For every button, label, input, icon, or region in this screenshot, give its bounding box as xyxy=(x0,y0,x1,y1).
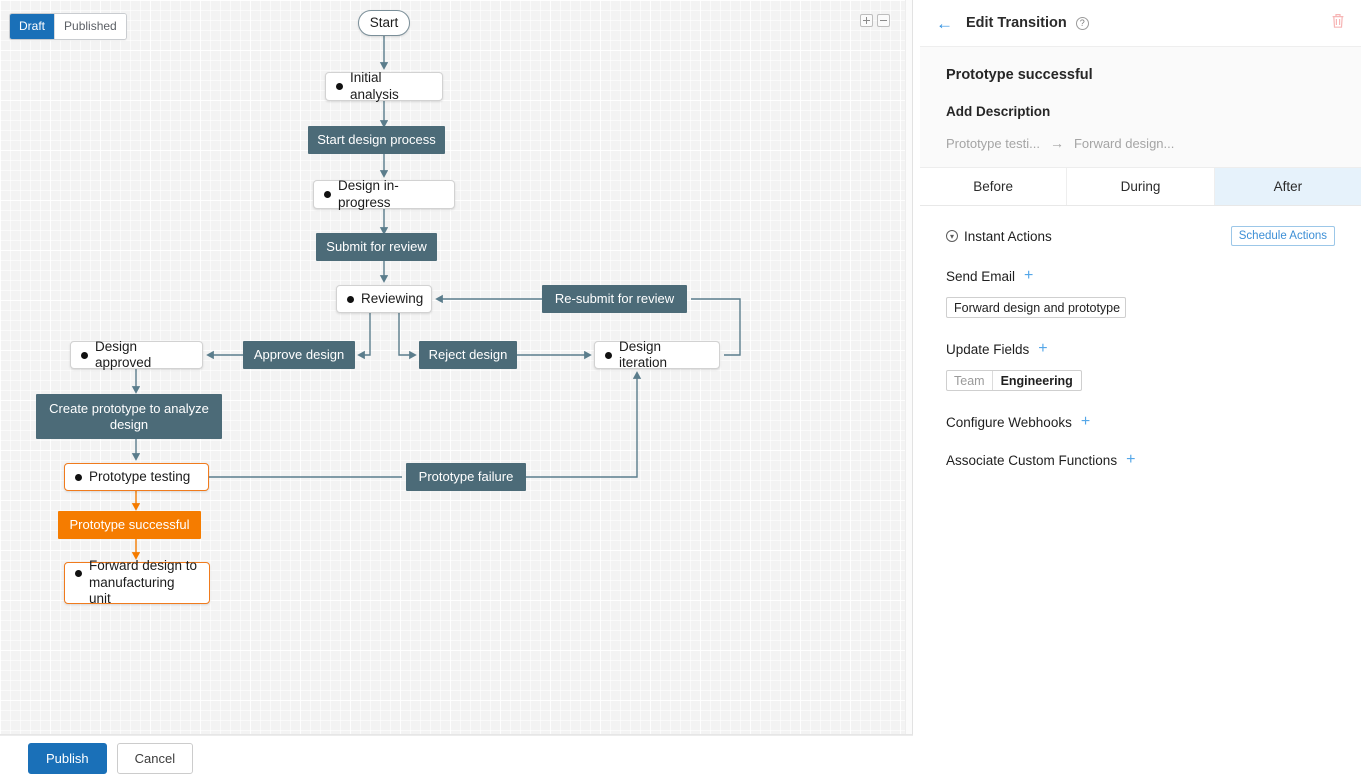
state-dot-icon xyxy=(75,570,82,577)
state-dot-icon xyxy=(347,295,354,303)
state-node-start[interactable]: Start xyxy=(358,10,410,36)
panel-header: ← Edit Transition ? xyxy=(920,0,1361,47)
send-email-row: Send Email + xyxy=(946,268,1335,284)
add-webhook-icon[interactable]: + xyxy=(1080,413,1091,430)
state-dot-icon xyxy=(81,351,88,359)
zoom-controls xyxy=(860,14,890,27)
update-fields-row: Update Fields + xyxy=(946,341,1335,357)
state-node-design-iteration[interactable]: Design iteration xyxy=(594,338,720,370)
zoom-in-icon[interactable] xyxy=(860,14,873,27)
instant-actions-row: ▾ Instant Actions Schedule Actions xyxy=(946,226,1335,246)
transition-reject-design[interactable]: Reject design xyxy=(419,341,517,369)
update-fields-label: Update Fields xyxy=(946,341,1030,357)
transition-label: Re-submit for review xyxy=(554,291,675,307)
transition-re-submit-for-review[interactable]: Re-submit for review xyxy=(542,285,687,313)
update-field-chip[interactable]: Team Engineering xyxy=(946,370,1082,391)
state-path: Prototype testi... → Forward design... xyxy=(946,135,1335,151)
state-node-reviewing[interactable]: Reviewing xyxy=(336,285,432,313)
send-email-value: Forward design and prototype xyxy=(954,300,1121,315)
help-circle-icon[interactable]: ? xyxy=(1075,16,1089,30)
state-label: Design approved xyxy=(95,338,152,370)
state-dot-icon xyxy=(75,473,82,481)
trash-icon[interactable] xyxy=(1331,13,1345,34)
state-label: Prototype testing xyxy=(89,468,191,484)
state-node-design-in-progress[interactable]: Design in-progress xyxy=(313,178,455,210)
cancel-button[interactable]: Cancel xyxy=(116,742,194,774)
state-label: Start xyxy=(369,14,399,30)
canvas-footer: Publish Cancel xyxy=(0,735,913,780)
back-arrow-icon[interactable]: ← xyxy=(936,13,953,33)
transition-submit-for-review[interactable]: Submit for review xyxy=(316,233,437,261)
associate-custom-functions-label: Associate Custom Functions xyxy=(946,452,1118,468)
status-toggle-published[interactable]: Published xyxy=(55,14,126,39)
tab-after[interactable]: After xyxy=(1214,168,1361,205)
panel-title: Edit Transition xyxy=(966,15,1067,31)
add-update-field-icon[interactable]: + xyxy=(1038,340,1048,357)
configure-webhooks-label: Configure Webhooks xyxy=(946,414,1072,430)
transition-start-design-process[interactable]: Start design process xyxy=(308,126,445,154)
arrow-right-icon: → xyxy=(1049,135,1064,151)
status-toggle-draft[interactable]: Draft xyxy=(10,14,56,39)
state-label: Design in-progress xyxy=(338,178,399,210)
state-label: Reviewing xyxy=(361,290,424,306)
transition-label: Prototype failure xyxy=(418,469,514,485)
transition-label: Reject design xyxy=(428,347,508,363)
state-node-initial-analysis[interactable]: Initial analysis xyxy=(325,70,443,102)
add-custom-function-icon[interactable]: + xyxy=(1126,451,1136,468)
transition-summary: Prototype successful Add Description Pro… xyxy=(920,47,1361,168)
configure-webhooks-row: Configure Webhooks + xyxy=(946,414,1335,430)
transition-label: Approve design xyxy=(253,347,345,363)
chevron-down-icon: ▾ xyxy=(946,230,958,242)
transition-label: Prototype successful xyxy=(69,517,190,533)
state-label: Forward design to manufacturing unit xyxy=(89,558,198,607)
transition-prototype-failure[interactable]: Prototype failure xyxy=(406,463,526,491)
canvas-pane: Draft Published Start Initial analysis D… xyxy=(0,0,913,780)
add-send-email-icon[interactable]: + xyxy=(1024,267,1034,284)
associate-custom-functions-row: Associate Custom Functions + xyxy=(946,452,1335,468)
state-node-forward-design[interactable]: Forward design to manufacturing unit xyxy=(64,558,210,606)
edge-layer xyxy=(131,36,741,560)
status-toggle[interactable]: Draft Published xyxy=(9,13,127,40)
transition-label: Start design process xyxy=(317,132,436,148)
transition-label: Submit for review xyxy=(326,239,427,255)
update-field-key: Team xyxy=(947,371,993,390)
panel-tabs: Before During After xyxy=(920,168,1361,206)
schedule-actions-button[interactable]: Schedule Actions xyxy=(1230,226,1335,246)
state-node-design-approved[interactable]: Design approved xyxy=(70,338,203,370)
tab-during[interactable]: During xyxy=(1067,168,1215,205)
state-label: Design iteration xyxy=(619,338,668,370)
state-node-prototype-testing[interactable]: Prototype testing xyxy=(64,463,209,491)
instant-actions-header[interactable]: ▾ Instant Actions xyxy=(946,229,1052,244)
transition-approve-design[interactable]: Approve design xyxy=(243,341,355,369)
state-dot-icon xyxy=(324,191,331,198)
from-state-label: Prototype testi... xyxy=(946,135,1040,151)
canvas-vertical-scrollbar[interactable] xyxy=(905,0,912,734)
panel-body: ▾ Instant Actions Schedule Actions Send … xyxy=(920,206,1361,468)
state-dot-icon xyxy=(605,351,612,359)
send-email-chip[interactable]: Forward design and prototype xyxy=(946,297,1126,318)
transition-label: Create prototype to analyze design xyxy=(49,400,209,432)
edit-transition-panel: ← Edit Transition ? Prototype successful… xyxy=(920,0,1361,780)
zoom-out-icon[interactable] xyxy=(877,14,890,27)
state-label: Initial analysis xyxy=(350,70,399,102)
to-state-label: Forward design... xyxy=(1073,135,1175,151)
send-email-label: Send Email xyxy=(946,268,1016,284)
transition-name: Prototype successful xyxy=(946,67,1093,83)
workflow-canvas[interactable]: Draft Published Start Initial analysis D… xyxy=(0,0,913,735)
tab-before[interactable]: Before xyxy=(920,168,1068,205)
publish-button[interactable]: Publish xyxy=(28,742,107,774)
instant-actions-label: Instant Actions xyxy=(964,228,1052,244)
transition-create-prototype[interactable]: Create prototype to analyze design xyxy=(36,394,222,439)
update-field-value: Engineering xyxy=(1000,373,1073,388)
add-description-link[interactable]: Add Description xyxy=(946,104,1051,119)
state-dot-icon xyxy=(336,83,343,90)
transition-prototype-successful[interactable]: Prototype successful xyxy=(58,511,201,539)
